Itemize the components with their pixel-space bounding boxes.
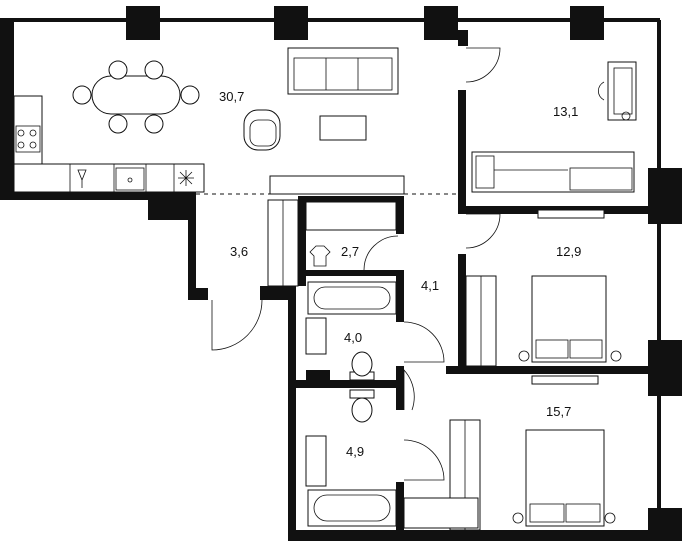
dining-table [72,60,200,134]
sofa [287,47,399,95]
sink-1 [305,317,327,355]
area-corridor: 4,1 [421,278,439,293]
area-hall: 3,6 [230,244,248,259]
bathtub-2 [307,489,397,527]
hall-wardrobe [267,199,299,287]
bed-1 [518,275,622,363]
tv-unit-2 [531,375,599,385]
area-wardrobe: 2,7 [341,244,359,259]
toilet-2 [349,389,375,423]
sink-2 [305,435,327,487]
area-living-kitchen: 30,7 [219,89,244,104]
area-bathroom-1: 4,0 [344,330,362,345]
area-bathroom-2: 4,9 [346,444,364,459]
tv-unit [537,209,605,219]
kitchen [13,95,205,193]
area-bedroom-1: 12,9 [556,244,581,259]
walls [0,6,682,541]
bathtub-1 [307,281,397,315]
desk [598,61,637,121]
toilet-1 [349,351,375,381]
shelf [403,497,479,529]
clothes-icon [309,245,331,267]
area-labels: 30,7 13,1 3,6 2,7 4,1 4,0 12,9 4,9 15,7 [219,89,581,459]
wardrobe-bedroom-1 [465,275,497,367]
wardrobe-rail [305,201,397,231]
area-bedroom-2: 15,7 [546,404,571,419]
coffee-table [319,115,367,141]
bed-2 [512,429,616,527]
doors [211,47,501,481]
daybed [471,151,635,193]
area-bedroom-study: 13,1 [553,104,578,119]
armchair [243,109,281,151]
hall-shelf [269,175,405,195]
